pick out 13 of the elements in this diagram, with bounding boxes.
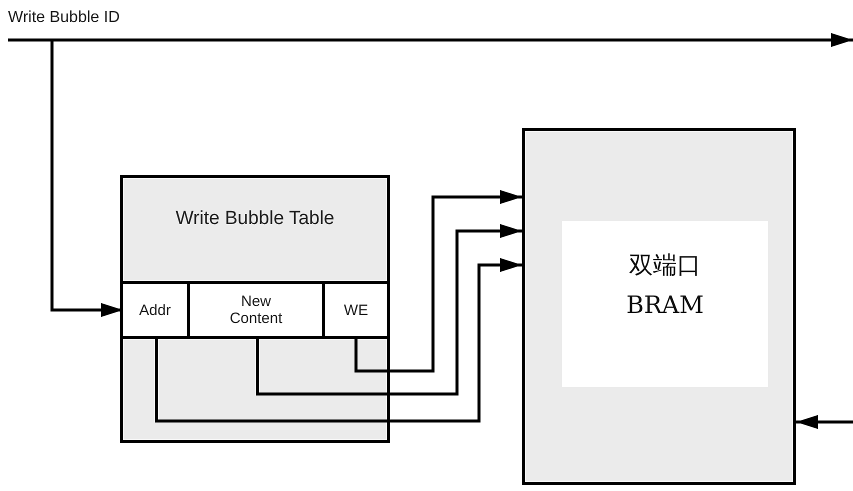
- arrow: [8, 38, 123, 317]
- arrow: [354, 190, 522, 372]
- arrow: [796, 415, 853, 429]
- field-cell: WE: [325, 281, 387, 339]
- memory-block: [522, 128, 796, 485]
- edge-label: Write Bubble ID: [8, 9, 120, 27]
- field-cell: Addr: [123, 281, 190, 339]
- arrow: [155, 258, 522, 422]
- table-box: [120, 175, 390, 443]
- table-title: Write Bubble Table: [174, 208, 336, 230]
- field-cell: New Content: [190, 281, 325, 339]
- arrow: [256, 224, 522, 396]
- label-panel: 双端口 BRAM: [562, 221, 768, 387]
